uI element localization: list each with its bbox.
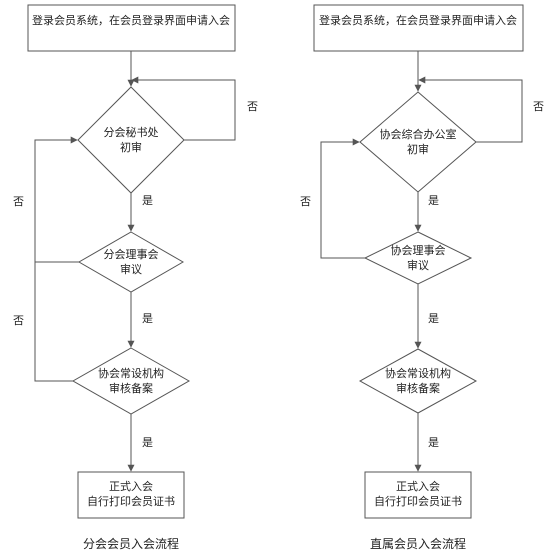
left-label-yes-3: 是 bbox=[142, 436, 153, 449]
right-review3-diamond bbox=[358, 348, 478, 414]
left-review3-diamond bbox=[71, 347, 191, 415]
left-end-line1: 正式入会 bbox=[109, 480, 153, 493]
left-review1-line2: 初审 bbox=[120, 140, 142, 154]
left-end-line2: 自行打印会员证书 bbox=[87, 494, 175, 508]
left-label-no-1: 否 bbox=[247, 100, 258, 113]
right-end-line2: 自行打印会员证书 bbox=[374, 494, 462, 508]
left-start-text: 登录会员系统，在会员登录界面申请入会 bbox=[32, 13, 230, 27]
right-caption: 直属会员入会流程 bbox=[370, 536, 466, 551]
left-review1-diamond bbox=[77, 86, 185, 194]
left-start-box bbox=[27, 4, 236, 52]
right-review3-line1: 协会常设机构 bbox=[385, 366, 451, 380]
left-end-box bbox=[77, 471, 185, 519]
right-review1-diamond bbox=[359, 91, 477, 193]
right-review3-line2: 审核备案 bbox=[396, 381, 440, 395]
left-label-no-2: 否 bbox=[13, 195, 24, 208]
left-review2-line1: 分会理事会 bbox=[104, 248, 159, 261]
left-review2-line2: 审议 bbox=[120, 262, 142, 276]
right-start-box bbox=[313, 4, 524, 52]
left-review2-diamond bbox=[77, 231, 185, 293]
left-edge-review3-reject bbox=[34, 262, 73, 382]
right-end-box bbox=[364, 471, 472, 519]
left-review3-line2: 审核备案 bbox=[109, 381, 153, 395]
right-review2-diamond bbox=[363, 231, 473, 285]
left-label-no-3: 否 bbox=[13, 314, 24, 327]
left-flowchart: 登录会员系统，在会员登录界面申请入会 分会秘书处 初审 分会理事会 审议 协会常… bbox=[13, 4, 258, 551]
right-review1-line1: 协会综合办公室 bbox=[380, 127, 457, 141]
right-edge-review2-reject bbox=[320, 138, 365, 259]
right-label-no-2: 否 bbox=[300, 195, 311, 208]
left-caption: 分会会员入会流程 bbox=[83, 536, 179, 551]
right-edge-review1-reject-loop bbox=[418, 76, 523, 143]
left-edge-review2-reject bbox=[34, 136, 79, 263]
right-label-yes-3: 是 bbox=[428, 436, 439, 449]
right-label-yes-1: 是 bbox=[428, 194, 439, 207]
left-edge-review1-reject-loop bbox=[131, 76, 236, 141]
right-review2-line2: 审议 bbox=[407, 258, 429, 272]
left-label-yes-1: 是 bbox=[142, 194, 153, 207]
left-label-yes-2: 是 bbox=[142, 312, 153, 325]
right-review1-line2: 初审 bbox=[407, 142, 429, 156]
right-review2-line1: 协会理事会 bbox=[391, 243, 446, 257]
right-label-no-1: 否 bbox=[533, 100, 544, 113]
right-end-line1: 正式入会 bbox=[396, 480, 440, 493]
right-flowchart: 登录会员系统，在会员登录界面申请入会 协会综合办公室 初审 协会理事会 审议 协… bbox=[300, 4, 544, 551]
left-review3-line1: 协会常设机构 bbox=[98, 366, 164, 380]
right-start-text: 登录会员系统，在会员登录界面申请入会 bbox=[319, 13, 517, 27]
left-review1-line1: 分会秘书处 bbox=[104, 125, 159, 139]
right-label-yes-2: 是 bbox=[428, 312, 439, 325]
